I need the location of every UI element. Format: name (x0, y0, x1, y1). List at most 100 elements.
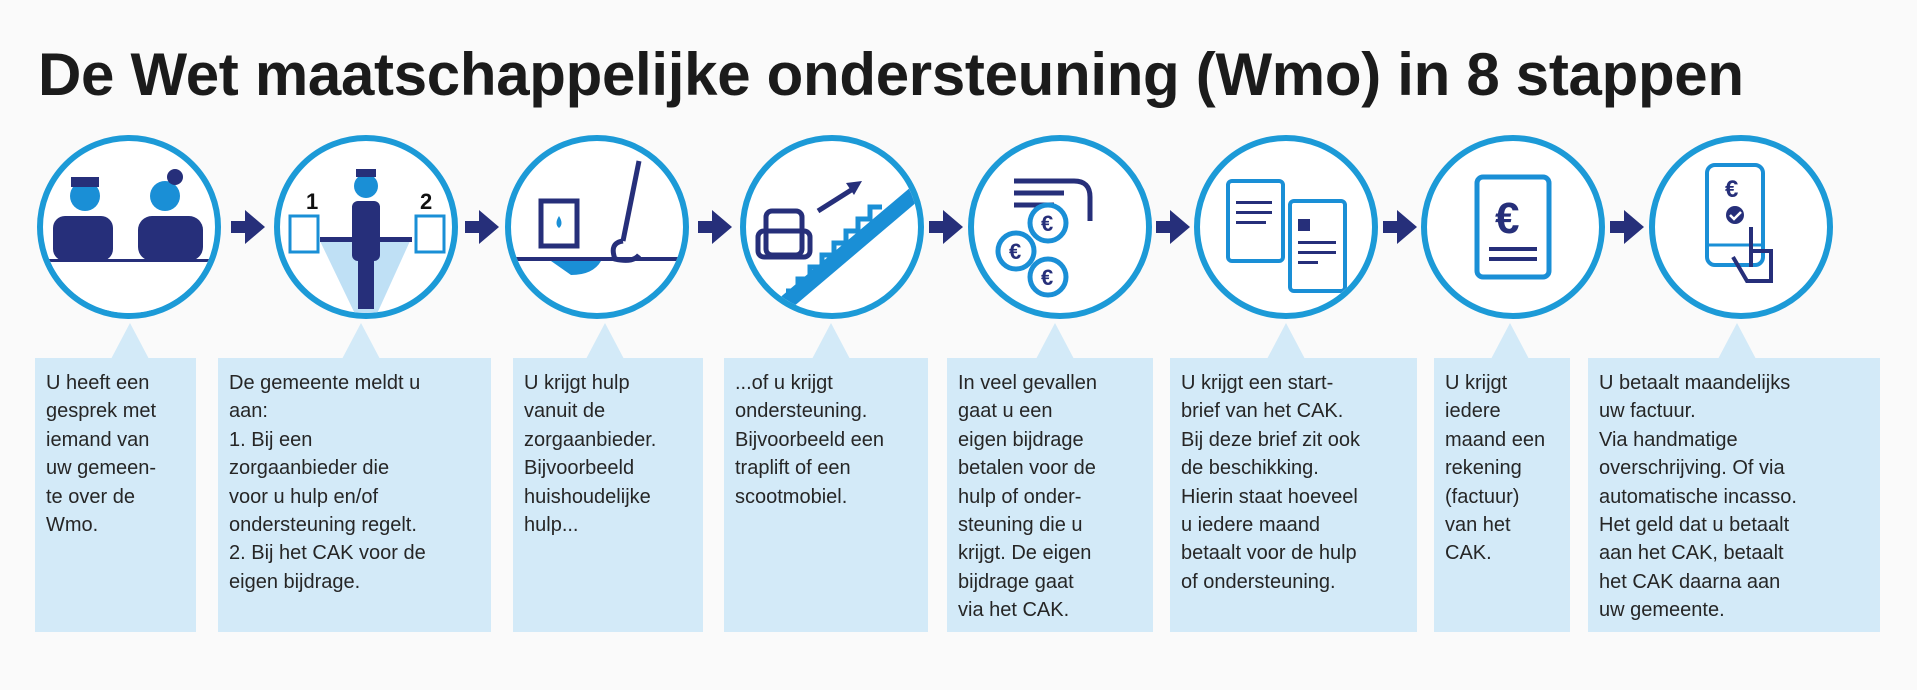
callout-pointer (1036, 323, 1074, 359)
description-line: gesprek met (46, 400, 157, 423)
description-line: eigen bijdrage (958, 428, 1084, 451)
step-3-description: U krijgt hulp vanuit de zorgaanbieder. Bijv… (513, 358, 703, 632)
description-line: eigen bijdrage. (229, 570, 361, 593)
svg-text:€: € (1725, 176, 1738, 203)
arrow-right-icon (1156, 210, 1190, 244)
conversation-icon (43, 169, 215, 313)
description-line: rekening (1445, 457, 1522, 480)
description-line: voor u hulp en/of (229, 485, 378, 508)
description-line: bijdrage gaat (958, 570, 1074, 593)
description-line: gaat u een (958, 400, 1053, 423)
description-line: Het geld dat u betaalt (1599, 514, 1790, 537)
step-7-description: U krijgt iedere maand een rekening (factuur)… (1434, 358, 1570, 632)
description-line: CAK. (1445, 542, 1492, 565)
step-4-description: ...of u krijgt ondersteuning. Bijvoorbeeld… (724, 358, 928, 632)
step-8-circle: € (1649, 135, 1833, 319)
description-line: u iedere maand (1181, 514, 1320, 537)
description-line: betaalt voor de hulp (1181, 542, 1357, 565)
arrow-right-icon (464, 210, 499, 244)
description-line: uw factuur. (1599, 400, 1696, 423)
step-2-circle: 1 2 (274, 135, 458, 319)
description-line: De gemeente meldt u (229, 372, 421, 394)
description-line: krijgt. De eigen (958, 542, 1092, 565)
svg-text:€: € (1041, 265, 1053, 290)
description-line: de beschikking. (1181, 457, 1319, 480)
step-5-description: In veel gevallen gaat u een eigen bijdrage… (947, 358, 1153, 632)
step-6-circle (1194, 135, 1378, 319)
description-line: via het CAK. (958, 599, 1070, 622)
description-line: zorgaanbieder die (229, 457, 390, 480)
description-line: van het (1445, 514, 1511, 537)
description-line: uw gemeen- (46, 457, 157, 480)
description-line: of ondersteuning. (1181, 570, 1336, 593)
callout-pointer (342, 323, 380, 359)
description-line: scootmobiel. (735, 485, 848, 508)
description-line: automatische incasso. (1599, 485, 1797, 508)
description-line: Hierin staat hoeveel (1181, 485, 1358, 508)
step-7-circle: € (1421, 135, 1605, 319)
arrow-right-icon (1382, 210, 1417, 244)
callout-pointer (586, 323, 624, 359)
description-line: traplift of een (735, 457, 851, 480)
description-line: Wmo. (46, 514, 99, 537)
description-line: U betaalt maandelijks (1599, 372, 1791, 394)
arrow-right-icon (1610, 210, 1644, 244)
description-line: betalen voor de (958, 457, 1096, 480)
stairlift-icon (755, 181, 918, 313)
page-title: De Wet maatschappelijke ondersteuning (W… (38, 41, 1744, 108)
description-line: U krijgt (1445, 372, 1508, 394)
description-line: ...of u krijgt (735, 372, 833, 394)
step-1-description: U heeft een gesprek met iemand van uw gemee… (35, 358, 196, 632)
description-line: het CAK daarna aan (1599, 570, 1781, 593)
svg-text:€: € (1009, 239, 1021, 264)
description-line: iemand van (46, 428, 150, 451)
phone-payment-icon: € (1705, 163, 1773, 283)
svg-text:1: 1 (306, 189, 318, 214)
description-line: U krijgt een start- (1181, 372, 1334, 394)
callout-pointer (1491, 323, 1529, 359)
arrow-right-icon (697, 210, 732, 244)
description-line: iedere (1445, 400, 1501, 423)
description-line: overschrijving. Of via (1599, 457, 1785, 480)
description-line: zorgaanbieder. (524, 428, 657, 451)
description-line: huishoudelijke (524, 485, 651, 508)
referral-icon: 1 2 (288, 169, 446, 313)
description-line: Bijvoorbeeld een (735, 428, 884, 451)
svg-text:2: 2 (420, 189, 432, 214)
callout-pointer (1718, 323, 1756, 359)
description-line: ondersteuning. (735, 400, 868, 423)
description-line: U heeft een (46, 372, 150, 394)
svg-text:€: € (1495, 194, 1519, 243)
description-line: vanuit de (524, 400, 606, 423)
description-line: Bijvoorbeeld (524, 457, 635, 480)
hand-coins-icon: € € € (995, 178, 1093, 298)
step-1-circle (37, 135, 221, 319)
description-line: (factuur) (1445, 485, 1520, 508)
step-6-description: U krijgt een start-brief van het CAK.Bij… (1170, 358, 1417, 632)
description-line: maand een (1445, 428, 1546, 451)
description-line: In veel gevallen (958, 372, 1097, 394)
callout-pointer (1267, 323, 1305, 359)
svg-text:€: € (1041, 211, 1053, 236)
bucket-mop-icon (511, 160, 683, 275)
arrow-right-icon (230, 210, 265, 244)
description-line: uw gemeente. (1599, 599, 1725, 622)
step-5-circle: € € € (968, 135, 1152, 319)
description-line: aan het CAK, betaalt (1599, 542, 1784, 565)
description-line: U krijgt hulp (524, 372, 630, 394)
step-4-circle (740, 135, 924, 319)
description-line: 1. Bij een (229, 428, 313, 451)
description-line: hulp... (524, 514, 579, 537)
callout-pointer (812, 323, 850, 359)
documents-icon (1226, 179, 1347, 293)
description-line: te over de (46, 485, 135, 508)
callout-pointer (111, 323, 149, 359)
description-line: ondersteuning regelt. (229, 514, 417, 537)
arrow-right-icon (929, 210, 963, 244)
description-line: hulp of onder- (958, 485, 1082, 508)
description-line: 2. Bij het CAK voor de (229, 542, 426, 565)
invoice-icon: € (1474, 174, 1552, 280)
description-line: brief van het CAK. (1181, 400, 1344, 423)
